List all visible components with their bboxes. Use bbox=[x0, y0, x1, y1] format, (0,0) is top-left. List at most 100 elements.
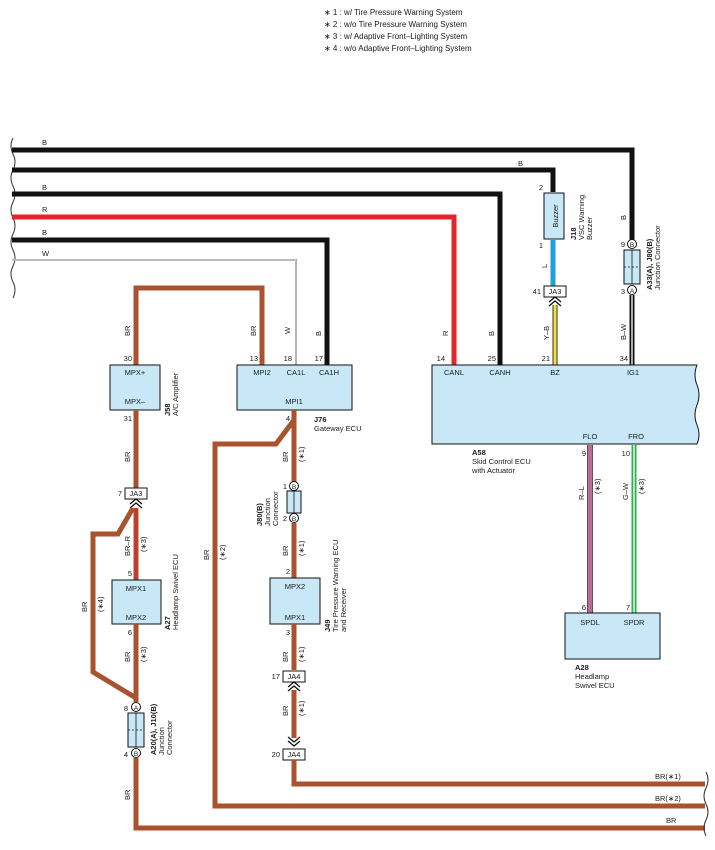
svg-text:B: B bbox=[134, 751, 138, 758]
svg-text:25: 25 bbox=[488, 354, 496, 363]
svg-text:JA3: JA3 bbox=[130, 489, 143, 498]
svg-text:A58: A58 bbox=[472, 448, 486, 457]
wire-y-b: Y–B bbox=[542, 305, 558, 365]
svg-text:MPI2: MPI2 bbox=[253, 368, 271, 377]
svg-text:JA3: JA3 bbox=[549, 287, 562, 296]
svg-text:BR: BR bbox=[123, 651, 132, 662]
svg-text:SPDL: SPDL bbox=[580, 618, 600, 627]
svg-text:(∗1): (∗1) bbox=[297, 646, 306, 662]
svg-text:Buzzer: Buzzer bbox=[585, 216, 594, 240]
svg-text:7: 7 bbox=[626, 603, 630, 612]
note-1: ∗ 1 : w/ Tire Pressure Warning System bbox=[324, 8, 463, 17]
svg-text:(∗4): (∗4) bbox=[96, 596, 105, 612]
svg-text:(∗1): (∗1) bbox=[297, 700, 306, 716]
svg-text:17: 17 bbox=[315, 354, 323, 363]
svg-text:Junction Connector: Junction Connector bbox=[653, 225, 662, 290]
svg-text:FRO: FRO bbox=[628, 432, 644, 441]
wire-r-canl: R R bbox=[12, 205, 457, 365]
svg-text:B–W: B–W bbox=[619, 323, 628, 340]
svg-text:W: W bbox=[283, 326, 292, 334]
note-2: ∗ 2 : w/o Tire Pressure Warning System bbox=[324, 20, 467, 29]
svg-text:13: 13 bbox=[250, 354, 258, 363]
right-break-marks bbox=[703, 771, 709, 837]
svg-text:B: B bbox=[518, 159, 523, 168]
ja4-top-connector: JA4 17 bbox=[272, 670, 306, 692]
svg-text:B: B bbox=[292, 516, 296, 523]
svg-text:6: 6 bbox=[128, 628, 132, 637]
svg-text:4: 4 bbox=[286, 414, 290, 423]
wire-br-j58-ja3: BR bbox=[123, 410, 139, 488]
svg-text:BR: BR bbox=[123, 789, 132, 800]
svg-text:Connector: Connector bbox=[165, 720, 174, 755]
svg-text:B: B bbox=[42, 138, 47, 147]
svg-text:J58: J58 bbox=[163, 403, 172, 416]
svg-text:B: B bbox=[292, 484, 296, 491]
svg-text:BR(∗2): BR(∗2) bbox=[655, 794, 681, 803]
svg-text:9: 9 bbox=[621, 240, 625, 249]
ja3-mid-connector: JA3 7 bbox=[118, 487, 148, 509]
svg-text:3: 3 bbox=[621, 287, 625, 296]
svg-text:1: 1 bbox=[539, 241, 543, 250]
svg-text:B: B bbox=[630, 242, 634, 249]
svg-text:BZ: BZ bbox=[550, 368, 560, 377]
svg-text:BR: BR bbox=[281, 451, 290, 462]
svg-text:MPX–: MPX– bbox=[125, 397, 146, 406]
svg-text:3: 3 bbox=[286, 628, 290, 637]
svg-text:2: 2 bbox=[286, 567, 290, 576]
svg-text:CANL: CANL bbox=[444, 368, 464, 377]
svg-text:BR: BR bbox=[80, 601, 89, 612]
svg-text:18: 18 bbox=[284, 354, 292, 363]
a20-junction-connector: A B 8 4 A20(A), J10(B) Junction Connecto… bbox=[124, 702, 174, 759]
svg-text:MPX2: MPX2 bbox=[285, 582, 305, 591]
svg-text:A27: A27 bbox=[163, 616, 172, 630]
svg-text:BR: BR bbox=[281, 545, 290, 556]
wire-br-bypass-x4: BR (∗4) bbox=[80, 506, 138, 701]
svg-text:R: R bbox=[441, 330, 450, 336]
svg-text:MPX1: MPX1 bbox=[285, 613, 305, 622]
wire-b-canh: B B bbox=[12, 183, 503, 365]
svg-text:(∗3): (∗3) bbox=[593, 478, 602, 494]
a28-headlamp-swivel-ecu: 6 7 SPDL SPDR A28 Headlamp Swivel ECU bbox=[564, 603, 661, 690]
svg-text:BR: BR bbox=[249, 325, 258, 336]
svg-text:L: L bbox=[540, 264, 549, 268]
svg-text:20: 20 bbox=[272, 750, 280, 759]
j58-ac-amplifier: 30 MPX+ MPX– 31 J58 A/C Amplifier bbox=[109, 354, 180, 423]
svg-text:VSC Warning: VSC Warning bbox=[577, 195, 586, 240]
note-4: ∗ 4 : w/o Adaptive Front–Lighting System bbox=[324, 44, 472, 53]
svg-text:A33(A), J80(B): A33(A), J80(B) bbox=[645, 238, 654, 290]
svg-text:BR: BR bbox=[202, 549, 211, 560]
svg-text:(∗3): (∗3) bbox=[139, 646, 148, 662]
svg-text:Headlamp Swivel ECU: Headlamp Swivel ECU bbox=[171, 554, 180, 630]
svg-text:8: 8 bbox=[124, 704, 128, 713]
svg-text:34: 34 bbox=[620, 354, 628, 363]
wire-w-ca1l: W W bbox=[12, 249, 297, 365]
wire-b-ig1: B B bbox=[12, 138, 635, 246]
svg-text:with Actuator: with Actuator bbox=[471, 466, 515, 475]
svg-text:BR: BR bbox=[123, 451, 132, 462]
svg-text:A28: A28 bbox=[575, 663, 589, 672]
j80-junction-connector: B B 1 2 J80(B) Junction Connector bbox=[255, 481, 302, 526]
svg-text:CA1H: CA1H bbox=[319, 368, 339, 377]
j18-buzzer: Buzzer 2 1 J18 VSC Warning Buzzer bbox=[539, 183, 594, 250]
svg-text:and Receiver: and Receiver bbox=[339, 587, 348, 632]
svg-text:41: 41 bbox=[533, 287, 541, 296]
svg-text:(∗3): (∗3) bbox=[139, 536, 148, 552]
svg-text:17: 17 bbox=[272, 672, 280, 681]
svg-text:FLO: FLO bbox=[583, 432, 598, 441]
wire-br-mpi1-j80: BR (∗1) bbox=[281, 410, 306, 482]
svg-text:G–W: G–W bbox=[621, 482, 630, 500]
a27-headlamp-swivel-ecu: 5 MPX1 MPX2 6 A27 Headlamp Swivel ECU bbox=[111, 554, 180, 637]
svg-text:R: R bbox=[42, 205, 48, 214]
svg-text:MPX2: MPX2 bbox=[126, 613, 146, 622]
a33-junction-connector: B A 9 3 A33(A), J80(B) Junction Connecto… bbox=[621, 225, 662, 296]
svg-text:R–L: R–L bbox=[577, 486, 586, 500]
svg-text:J76: J76 bbox=[314, 415, 327, 424]
wire-b-buzzer: B bbox=[12, 159, 556, 192]
svg-text:MPX+: MPX+ bbox=[125, 368, 146, 377]
wire-b-w: B–W bbox=[619, 295, 635, 365]
svg-text:CANH: CANH bbox=[489, 368, 510, 377]
svg-text:(∗1): (∗1) bbox=[297, 540, 306, 556]
wire-br-mpi2: BR BR bbox=[123, 285, 265, 365]
svg-text:Skid Control ECU: Skid Control ECU bbox=[472, 457, 531, 466]
